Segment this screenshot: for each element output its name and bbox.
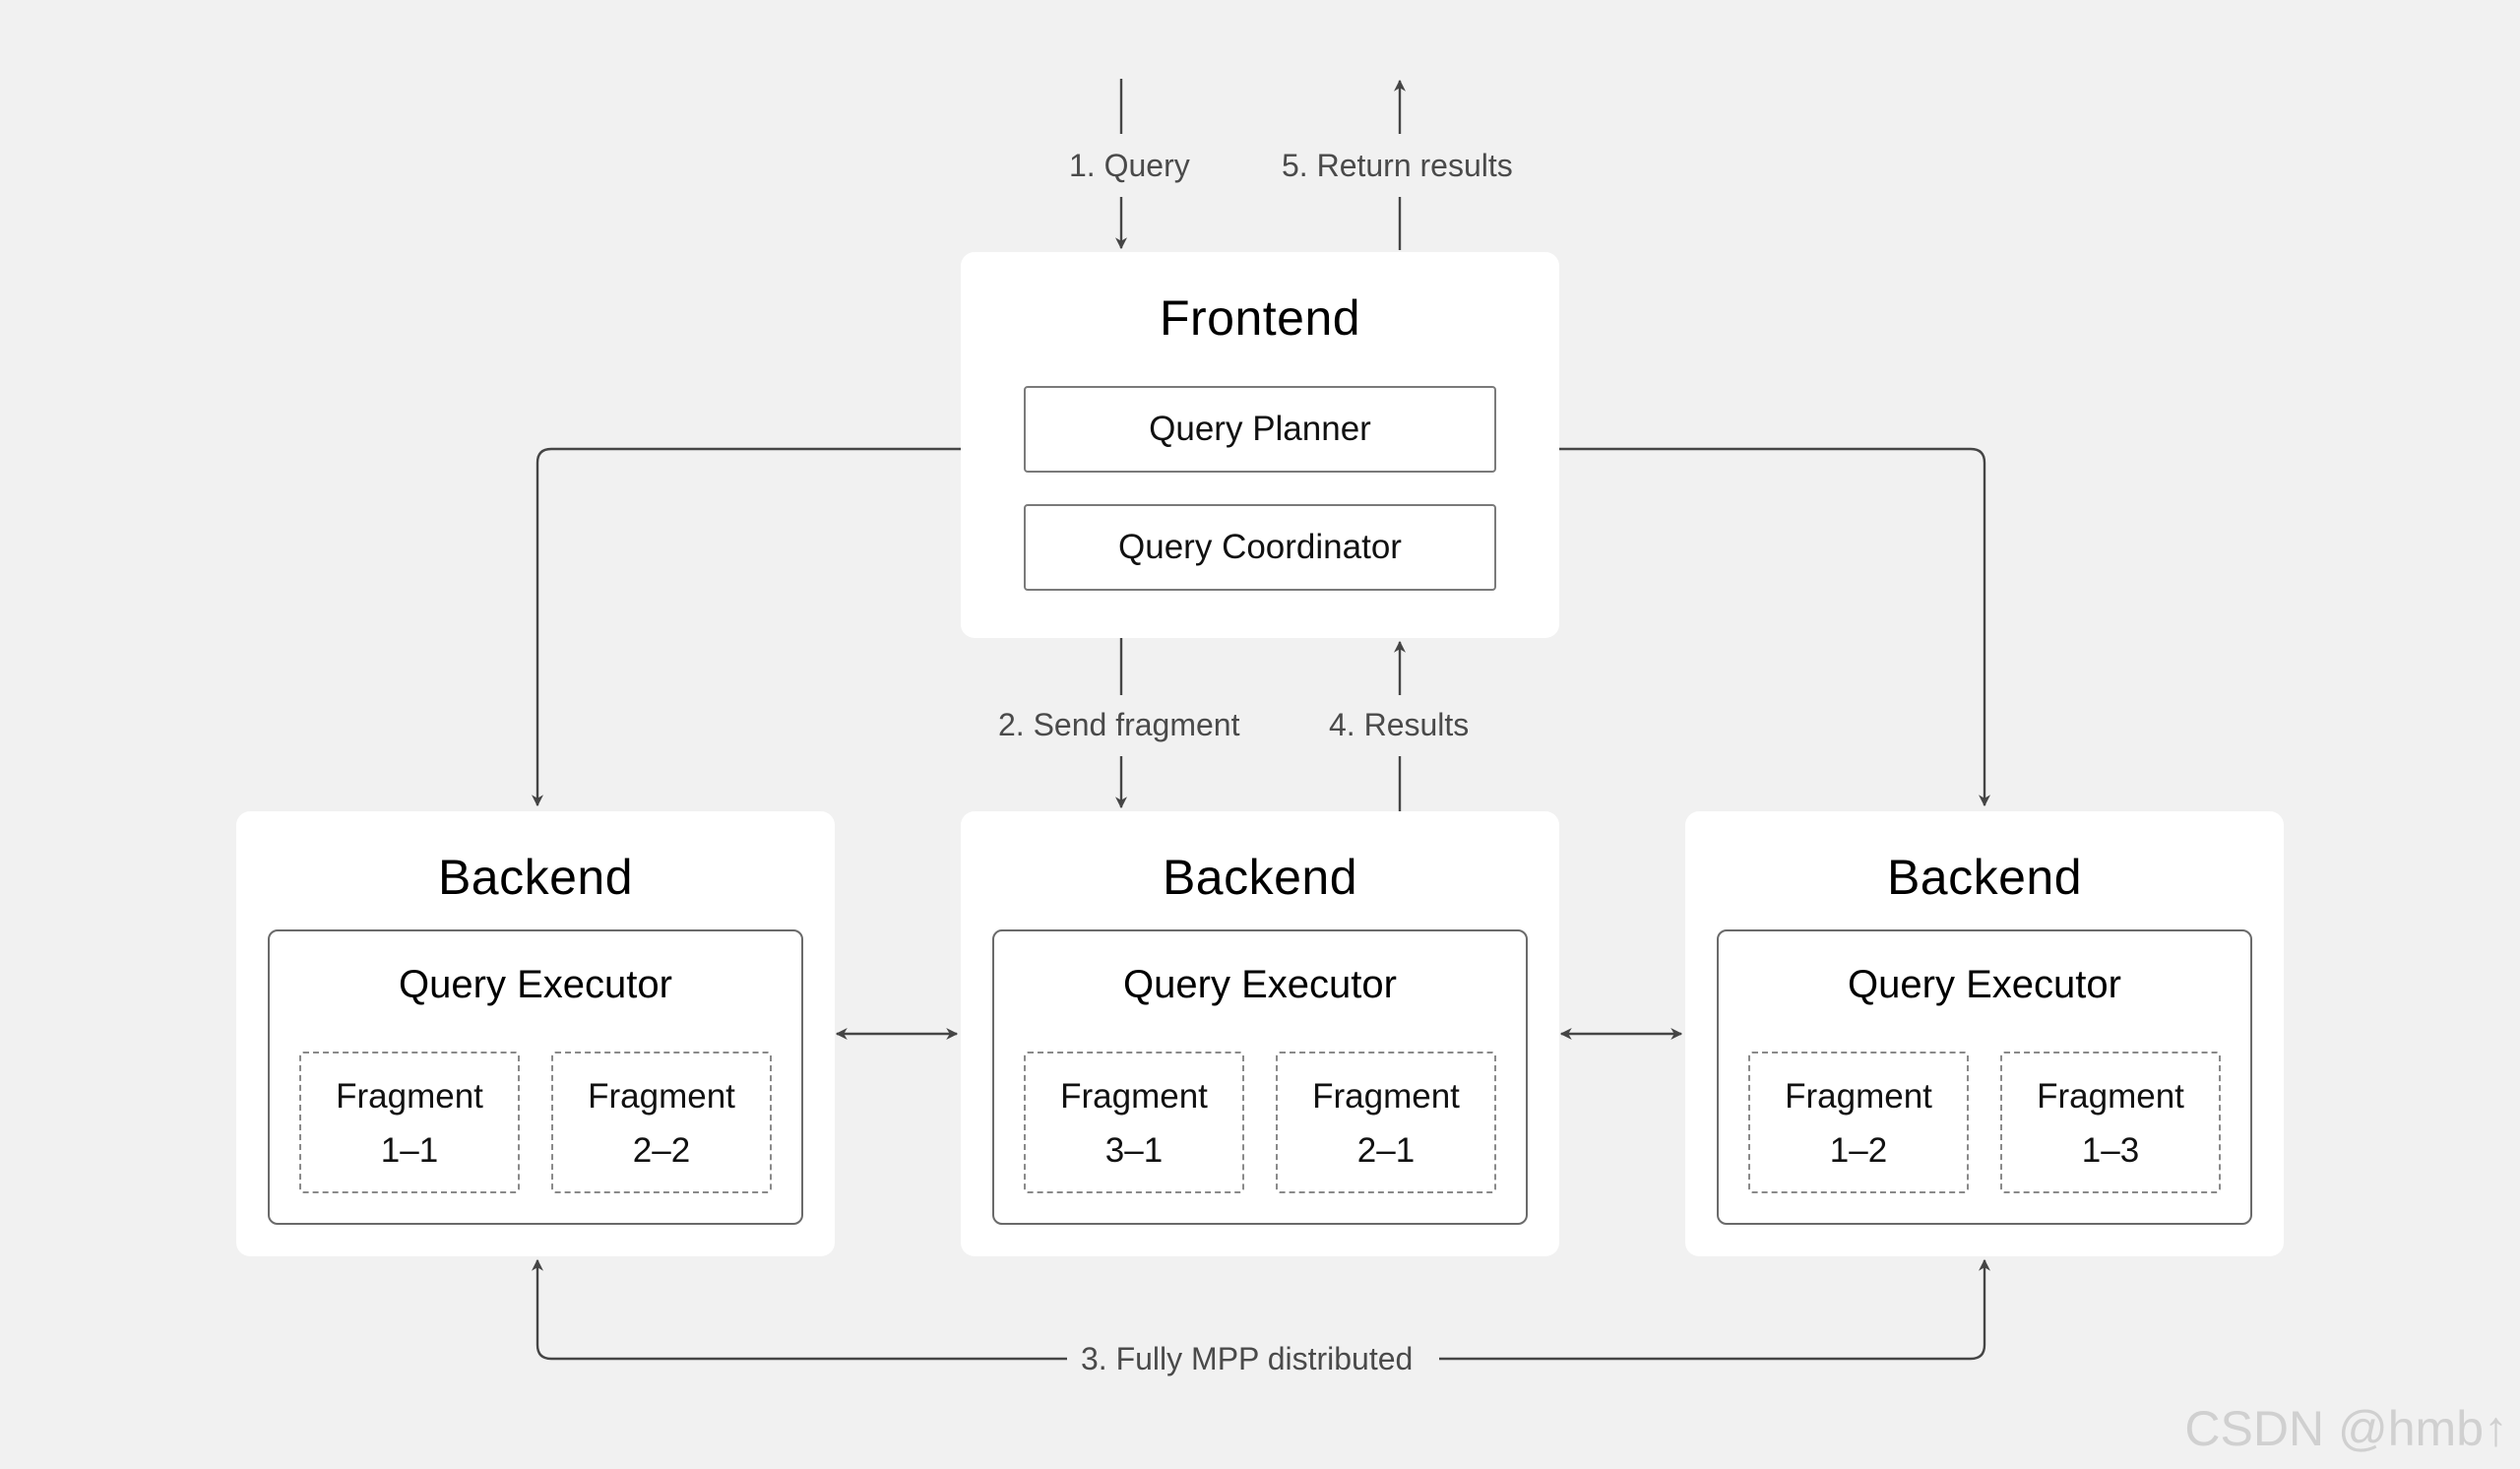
query-executor-title: Query Executor <box>1848 963 2121 1006</box>
watermark: CSDN @hmb↑ <box>2184 1401 2508 1456</box>
fragment-id: 1–3 <box>2081 1131 2140 1170</box>
backend-node-right: Backend Query Executor Fragment 1–2 Frag… <box>1685 811 2284 1256</box>
fragment-box: Fragment 1–3 <box>2000 1052 2221 1193</box>
fragment-id: 2–1 <box>1356 1131 1416 1170</box>
fragment-label: Fragment <box>1312 1077 1460 1116</box>
fragment-id: 1–2 <box>1829 1131 1888 1170</box>
edge-label-return-results: 5. Return results <box>1282 148 1513 183</box>
fragment-box: Fragment 1–1 <box>299 1052 520 1193</box>
fragment-id: 3–1 <box>1104 1131 1164 1170</box>
query-executor-title: Query Executor <box>1123 963 1397 1006</box>
query-executor-box: Query Executor Fragment 1–2 Fragment 1–3 <box>1717 929 2252 1225</box>
edge-frontend-backend-left <box>532 447 961 807</box>
query-executor-title: Query Executor <box>399 963 672 1006</box>
edge-label-query: 1. Query <box>1069 148 1190 183</box>
fragment-label: Fragment <box>2037 1077 2184 1116</box>
edge-mpp-right <box>1439 1258 1990 1361</box>
edge-label-results: 4. Results <box>1329 707 1470 742</box>
fragment-box: Fragment 2–1 <box>1276 1052 1496 1193</box>
fragment-id: 2–2 <box>632 1131 691 1170</box>
fragment-label: Fragment <box>588 1077 735 1116</box>
fragment-box: Fragment 2–2 <box>551 1052 772 1193</box>
fragment-label: Fragment <box>336 1077 483 1116</box>
edge-label-send-fragment: 2. Send fragment <box>998 707 1240 742</box>
fragment-label: Fragment <box>1060 1077 1208 1116</box>
backend-title: Backend <box>1886 850 2083 905</box>
edge-label-mpp: 3. Fully MPP distributed <box>1081 1341 1414 1376</box>
fragment-box: Fragment 3–1 <box>1024 1052 1244 1193</box>
fragment-id: 1–1 <box>380 1131 439 1170</box>
edge-frontend-backend-right <box>1559 447 1990 807</box>
query-planner-box: Query Planner <box>1024 386 1496 473</box>
backend-title: Backend <box>437 850 634 905</box>
query-planner-label: Query Planner <box>1149 410 1371 448</box>
edge-mpp-left <box>532 1258 1067 1361</box>
backend-title: Backend <box>1162 850 1358 905</box>
frontend-node: Frontend Query Planner Query Coordinator <box>961 252 1559 638</box>
query-coordinator-label: Query Coordinator <box>1118 528 1402 566</box>
query-coordinator-box: Query Coordinator <box>1024 504 1496 591</box>
backend-node-center: Backend Query Executor Fragment 3–1 Frag… <box>961 811 1559 1256</box>
query-executor-box: Query Executor Fragment 3–1 Fragment 2–1 <box>992 929 1528 1225</box>
backend-node-left: Backend Query Executor Fragment 1–1 Frag… <box>236 811 835 1256</box>
query-executor-box: Query Executor Fragment 1–1 Fragment 2–2 <box>268 929 803 1225</box>
fragment-box: Fragment 1–2 <box>1748 1052 1969 1193</box>
frontend-title: Frontend <box>1159 290 1361 346</box>
fragment-label: Fragment <box>1785 1077 1932 1116</box>
